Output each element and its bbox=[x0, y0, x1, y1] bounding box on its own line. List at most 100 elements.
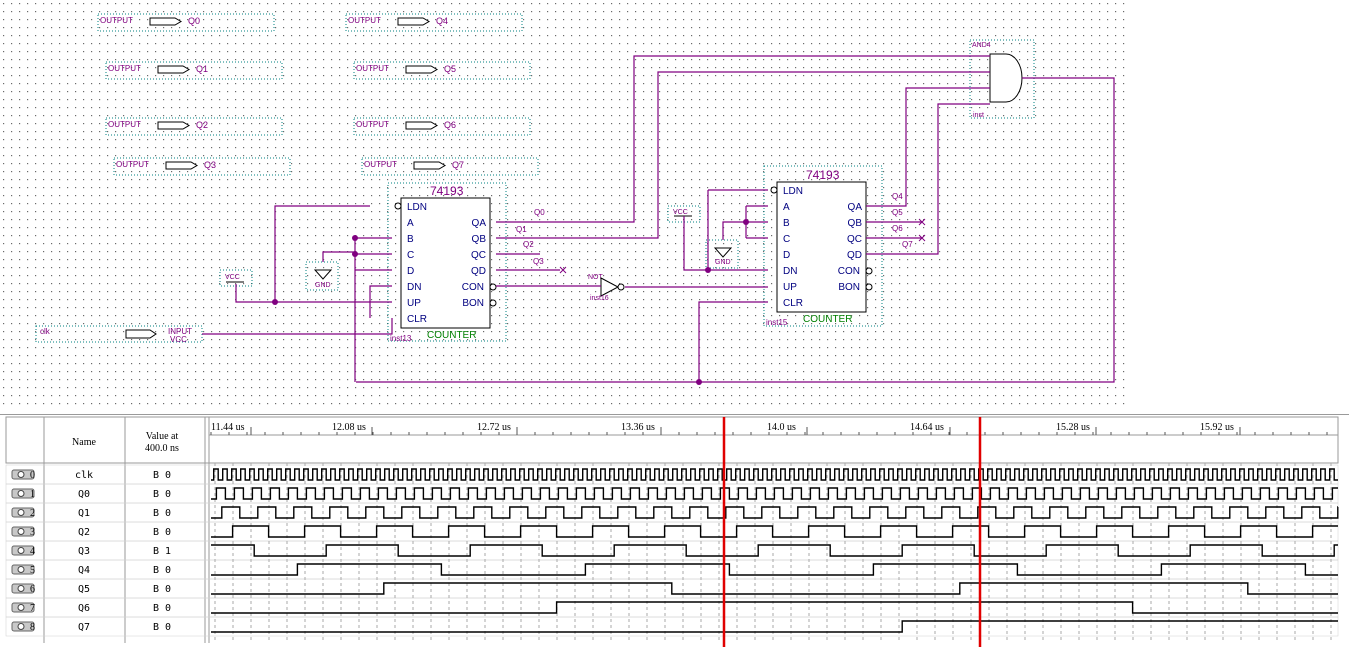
signal-index: 4 bbox=[30, 546, 35, 557]
signal-name: Q6 bbox=[78, 603, 90, 614]
gnd-symbol-left[interactable]: GND bbox=[305, 261, 339, 291]
time-label: 12.72 us bbox=[477, 422, 511, 433]
not-gate[interactable]: NOT inst16 bbox=[588, 274, 625, 302]
pin-label: C bbox=[407, 250, 414, 261]
output-type-label: OUTPUT bbox=[348, 16, 381, 25]
time-label: 15.28 us bbox=[1056, 422, 1090, 433]
gnd-symbol-right[interactable]: GND bbox=[705, 239, 739, 269]
output-pin-icon bbox=[397, 17, 430, 26]
signal-name: Q1 bbox=[78, 508, 90, 519]
pin-label: BON bbox=[838, 282, 860, 293]
pin-label: A bbox=[783, 202, 790, 213]
gnd-label: GND bbox=[715, 259, 731, 266]
waveform-q2 bbox=[211, 525, 1338, 538]
time-label: 11.44 us bbox=[211, 422, 245, 433]
output-pin-icon bbox=[157, 65, 190, 74]
part-number: 74193 bbox=[430, 184, 464, 198]
output-name: Q1 bbox=[196, 64, 208, 74]
gnd-label: GND bbox=[315, 282, 331, 289]
instance-label: inst bbox=[973, 112, 984, 119]
pin-label: QB bbox=[848, 218, 863, 229]
signal-value: B 0 bbox=[153, 565, 171, 576]
net-label-q7: Q7 bbox=[902, 240, 913, 249]
output-pin-icon bbox=[11, 526, 35, 537]
signal-value: B 0 bbox=[153, 508, 171, 519]
net-labels: Q0 Q1 Q2 Q3 Q4 Q5 Q6 Q7 bbox=[516, 192, 913, 266]
pin-label: D bbox=[783, 250, 790, 261]
pin-label: B bbox=[407, 234, 414, 245]
input-default-label: VCC bbox=[170, 335, 187, 344]
signal-value: B 0 bbox=[153, 622, 171, 633]
time-label: 12.08 us bbox=[332, 422, 366, 433]
output-pin-icon bbox=[165, 161, 198, 170]
function-label: COUNTER bbox=[427, 330, 476, 341]
pin-label: QD bbox=[471, 266, 486, 277]
signal-name: Q4 bbox=[78, 565, 90, 576]
signal-index: 7 bbox=[30, 603, 35, 614]
output-name: Q5 bbox=[444, 64, 456, 74]
input-type-label: INPUT bbox=[168, 327, 192, 336]
signal-row-q6[interactable]: 7 Q6 B 0 bbox=[5, 597, 1339, 618]
net-label-q1: Q1 bbox=[516, 225, 527, 234]
signal-index: 2 bbox=[30, 508, 35, 519]
output-pin-icon bbox=[11, 621, 35, 632]
pin-label: QB bbox=[472, 234, 487, 245]
net-label-q6: Q6 bbox=[892, 224, 903, 233]
pin-label: QC bbox=[471, 250, 486, 261]
signal-value: B 0 bbox=[153, 584, 171, 595]
signal-value: B 0 bbox=[153, 603, 171, 614]
waveform-q0 bbox=[211, 487, 1338, 500]
counter-74193-inst13[interactable]: 74193 LDN A B C D DN UP CLR QA QB QC QD … bbox=[387, 182, 507, 343]
waveform-traces bbox=[211, 463, 1339, 643]
schematic-canvas[interactable]: OUTPUT Q0 OUTPUT Q1 OUTPUT Q2 OUTPUT Q3 … bbox=[0, 0, 1349, 410]
pin-label: C bbox=[783, 234, 790, 245]
output-pin-icon bbox=[405, 65, 438, 74]
signal-index: 3 bbox=[30, 527, 35, 538]
output-pin-icon bbox=[11, 602, 35, 613]
output-pin-icon bbox=[157, 121, 190, 130]
time-cursors[interactable] bbox=[722, 417, 982, 647]
signal-index: 0 bbox=[30, 470, 35, 481]
pin-label: UP bbox=[407, 298, 421, 309]
pin-label: CLR bbox=[783, 298, 803, 309]
counter-74193-inst15[interactable]: 74193 LDN A B C D DN UP CLR QA QB QC QD … bbox=[763, 165, 883, 327]
signal-name: Q7 bbox=[78, 622, 90, 633]
signal-value: B 0 bbox=[153, 527, 171, 538]
name-column-header: Name bbox=[72, 437, 96, 448]
output-pin-q4[interactable]: OUTPUT Q4 bbox=[345, 13, 523, 32]
pin-label: LDN bbox=[407, 202, 427, 213]
pin-label: CON bbox=[462, 282, 484, 293]
pin-label: QD bbox=[847, 250, 862, 261]
output-pin-q0[interactable]: OUTPUT Q0 bbox=[97, 13, 275, 32]
output-pin-q6[interactable]: OUTPUT Q6 bbox=[353, 117, 531, 136]
pin-label: BON bbox=[462, 298, 484, 309]
output-pin-q2[interactable]: OUTPUT Q2 bbox=[105, 117, 283, 136]
output-pin-icon bbox=[11, 564, 35, 575]
waveform-q6 bbox=[211, 601, 1338, 614]
output-pin-q1[interactable]: OUTPUT Q1 bbox=[105, 61, 283, 80]
waveform-q1 bbox=[211, 506, 1339, 519]
output-type-label: OUTPUT bbox=[108, 120, 141, 129]
function-label: COUNTER bbox=[803, 314, 852, 325]
output-pin-q7[interactable]: OUTPUT Q7 bbox=[361, 157, 539, 176]
waveform-q3 bbox=[211, 544, 1338, 557]
output-pin-q5[interactable]: OUTPUT Q5 bbox=[353, 61, 531, 80]
input-name: clk bbox=[40, 327, 51, 336]
output-type-label: OUTPUT bbox=[116, 160, 149, 169]
net-label-q5: Q5 bbox=[892, 208, 903, 217]
instance-label: inst15 bbox=[766, 318, 788, 327]
and4-gate[interactable]: AND4 inst bbox=[969, 39, 1035, 119]
time-label: 14.0 us bbox=[767, 422, 796, 433]
output-pin-q3[interactable]: OUTPUT Q3 bbox=[113, 157, 291, 176]
waveform-q7 bbox=[211, 620, 1338, 633]
output-pin-icon bbox=[11, 507, 35, 518]
waveform-clk bbox=[211, 468, 1338, 481]
net-label-q3: Q3 bbox=[533, 257, 544, 266]
